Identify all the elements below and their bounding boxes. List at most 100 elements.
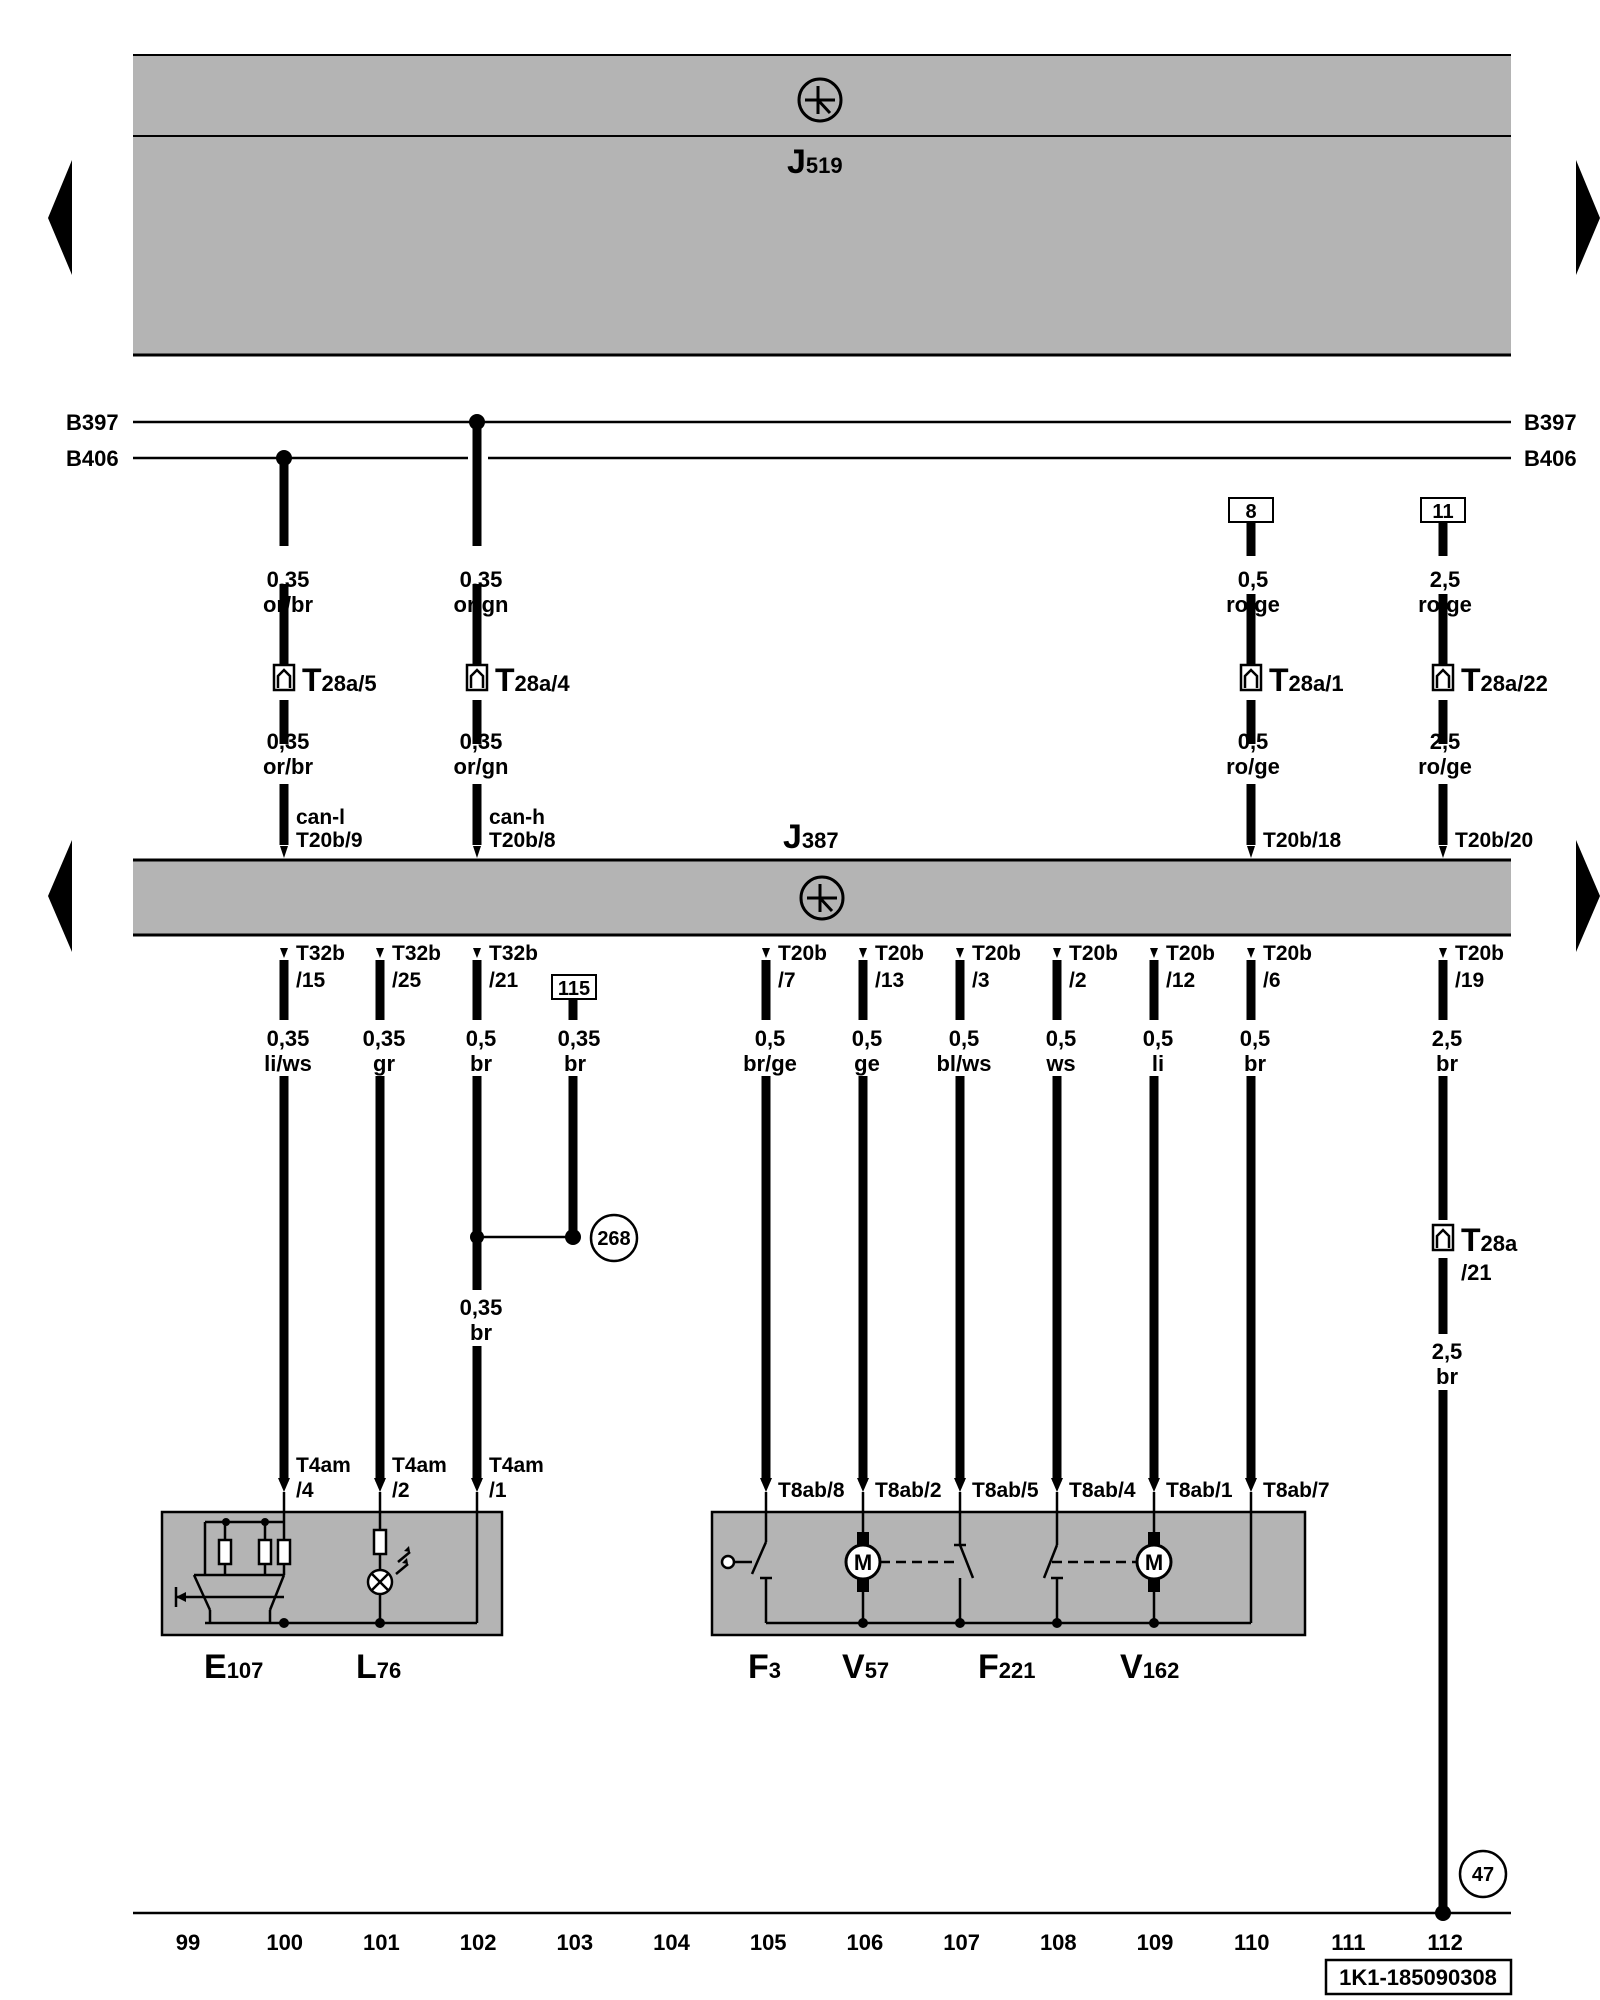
wire-size: 0,35 [267, 567, 310, 592]
wire-112-upper: 11 2,5 ro/ge T28a/22 2,5 ro/ge T20b/20 [1418, 497, 1548, 852]
wire-110-upper: 8 0,5 ro/ge T28a/1 0,5 ro/ge T20b/18 [1226, 497, 1344, 852]
bus-label-b397: B397 [66, 410, 119, 435]
wire-size: 0,35 [460, 729, 503, 754]
bus-label-b406-right: B406 [1524, 446, 1577, 471]
connector-label: T28a/5 [302, 662, 377, 698]
pin-label: T20b [1166, 942, 1215, 965]
module-j387: J387 [133, 818, 1511, 937]
axis-tick-label: 101 [363, 1930, 400, 1955]
wire-size: 0,5 [1143, 1026, 1174, 1051]
axis-tick-label: 99 [176, 1930, 200, 1955]
wire-color: br [470, 1051, 492, 1076]
wire-color: br [1244, 1051, 1266, 1076]
pin-label: T20b [875, 942, 924, 965]
wire-size: 0,5 [1046, 1026, 1077, 1051]
wire-size: 0,35 [267, 1026, 310, 1051]
axis-tick-label: 107 [943, 1930, 980, 1955]
wire-color: br [1436, 1051, 1458, 1076]
pin-label: T20b/20 [1455, 829, 1533, 852]
component-label-f3: F3 [748, 1648, 781, 1686]
wire-size: 2,5 [1430, 729, 1461, 754]
pin-label: /13 [875, 969, 904, 992]
wire-color: or/br [263, 592, 314, 617]
pin-label: /21 [489, 969, 519, 992]
wire-size: 0,5 [1238, 567, 1269, 592]
ground-point-label: 47 [1472, 1864, 1494, 1886]
wire-size: 0,35 [267, 729, 310, 754]
pin-label: /25 [392, 969, 422, 992]
lower-wire-labels: T32b /15 0,35 li/ws T32b /25 0,35 gr T32… [264, 942, 1504, 1345]
wire-color: br/ge [743, 1051, 797, 1076]
connector-label: T28a [1461, 1222, 1518, 1258]
pin-label: T20b [1069, 942, 1118, 965]
component-label-f221: F221 [978, 1648, 1036, 1686]
pin-label: T20b/8 [489, 829, 556, 852]
connector-icon [1431, 1223, 1455, 1252]
wire-color: bl/ws [936, 1051, 991, 1076]
pin-label: T20b/9 [296, 829, 363, 852]
component-block-left [160, 1492, 504, 1637]
connector-icon [1431, 663, 1455, 692]
signal-label: can-l [296, 806, 345, 829]
reference-box: 115 [558, 978, 590, 1000]
pin-label: /21 [1461, 1260, 1492, 1285]
pin-label: T20b [1455, 942, 1504, 965]
pin-label: /15 [296, 969, 326, 992]
continue-right-arrow-icon [1576, 840, 1600, 952]
pin-label: T32b [489, 942, 538, 965]
pin-label: T8ab/2 [875, 1479, 942, 1502]
continue-left-arrow-icon [48, 840, 72, 952]
motor-icon: M [1135, 1532, 1173, 1592]
connector-t28a-21: T28a /21 2,5 br [1432, 1222, 1518, 1389]
wire-color: ro/ge [1418, 754, 1472, 779]
connector-icon [465, 663, 489, 692]
pin-label: T4am [392, 1454, 447, 1477]
pin-label: T32b [392, 942, 441, 965]
signal-label: can-h [489, 806, 545, 829]
pin-arrows-top [280, 846, 1447, 858]
wire-size: 0,5 [1240, 1026, 1271, 1051]
document-id: 1K1-185090308 [1324, 1958, 1513, 1996]
wire-size: 0,35 [460, 567, 503, 592]
component-label-v57: V57 [842, 1648, 889, 1686]
wire-100-upper: 0,35 or/br T28a/5 0,35 or/br can-l T20b/… [263, 450, 377, 852]
wire-size: 0,5 [852, 1026, 883, 1051]
module-j519: J519 [133, 54, 1511, 357]
connector-label: T28a/4 [495, 662, 570, 698]
axis-tick-label: 106 [847, 1930, 884, 1955]
control-unit-icon [799, 875, 845, 921]
wire-size: 0,35 [363, 1026, 406, 1051]
axis-tick-label: 100 [266, 1930, 303, 1955]
wire-size: 0,5 [949, 1026, 980, 1051]
wire-color: ro/ge [1418, 592, 1472, 617]
pin-label: T4am [489, 1454, 544, 1477]
bus-label-b397-right: B397 [1524, 410, 1577, 435]
pin-label: /12 [1166, 969, 1195, 992]
wire-size: 0,5 [755, 1026, 786, 1051]
wire-color: ws [1045, 1051, 1075, 1076]
axis-tick-label: 112 [1427, 1930, 1463, 1955]
wire-color: ge [854, 1051, 880, 1076]
pin-label: T32b [296, 942, 345, 965]
pin-label: T20b [1263, 942, 1312, 965]
connector-label: T28a/22 [1461, 662, 1548, 698]
motor-letter: M [1145, 1550, 1163, 1575]
label-gaps [264, 1020, 1463, 1390]
axis-tick-label: 109 [1137, 1930, 1174, 1955]
motor-letter: M [854, 1550, 872, 1575]
pin-label: T8ab/7 [1263, 1479, 1330, 1502]
motor-icon: M [844, 1532, 882, 1592]
pin-label: /7 [778, 969, 796, 992]
wire-color: gr [373, 1051, 395, 1076]
continue-left-arrow-icon [48, 160, 72, 275]
ground-point-47: 47 [1435, 1849, 1508, 1921]
wire-size: 0,35 [460, 1295, 503, 1320]
pin-label: /1 [489, 1479, 507, 1502]
control-unit-icon [797, 77, 843, 123]
pin-label: T8ab/5 [972, 1479, 1039, 1502]
bus-lines: B397 B406 B397 B406 [66, 410, 1577, 471]
component-labels: E107 L76 F3 V57 F221 V162 [204, 1648, 1179, 1686]
axis-tick-label: 111 [1331, 1930, 1365, 1955]
wire-size: 2,5 [1432, 1026, 1463, 1051]
